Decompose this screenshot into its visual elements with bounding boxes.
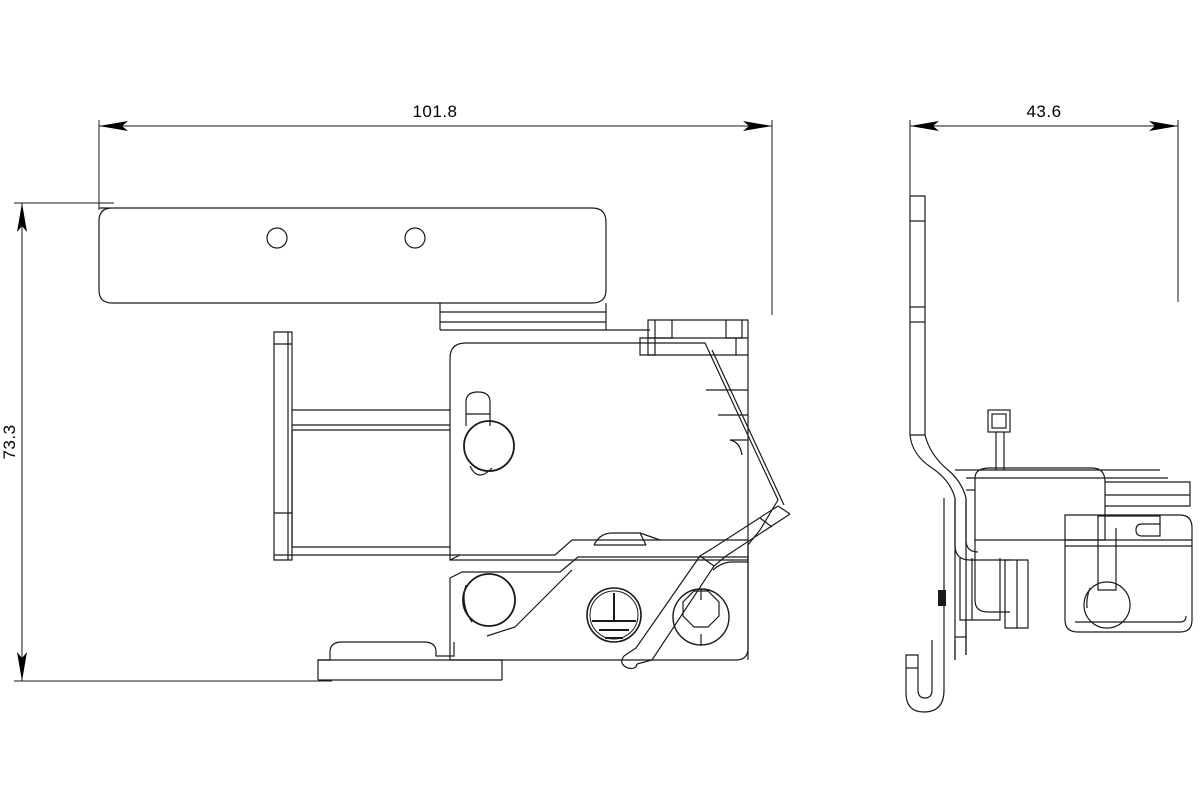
arrowhead-right <box>1149 121 1178 131</box>
screw-hex-socket <box>682 590 720 628</box>
side-right-flange <box>1105 481 1191 507</box>
clamp-block <box>647 319 749 356</box>
side-screw-head <box>1083 581 1131 629</box>
clamp-notch-left <box>639 337 656 356</box>
side-rail-marker <box>938 590 946 606</box>
main-body-upper <box>449 342 779 561</box>
side-lower-block <box>1064 514 1193 633</box>
clamp-tab-left <box>654 320 673 339</box>
body-waist-lower <box>449 556 748 579</box>
lever-arm-bend <box>699 555 715 567</box>
terminal-lower[interactable] <box>462 573 516 627</box>
screw-head[interactable] <box>672 588 730 646</box>
arrowhead-bottom <box>17 652 27 681</box>
side-small-square-outer <box>987 409 1011 433</box>
terminal-upper-tab <box>465 391 491 426</box>
side-body-lower-left <box>974 540 1010 613</box>
ground-outer-circle <box>586 587 642 643</box>
body-chamfer-lowerleft <box>514 569 573 628</box>
lever-arm-cap <box>777 505 791 515</box>
body-chamfer-lowerleft2 <box>486 626 516 637</box>
terminal-lower-arc <box>463 584 473 623</box>
clamp-tab-right <box>725 320 743 339</box>
top-mounting-plate <box>98 207 607 304</box>
arrowhead-top <box>17 203 27 232</box>
lever-arm[interactable] <box>621 505 791 670</box>
dimension-width-front: 101.8 <box>98 102 773 315</box>
side-screw[interactable] <box>1083 515 1161 629</box>
side-body-fillet <box>975 478 990 495</box>
lever-arm-upper-edge-1 <box>712 505 779 549</box>
body-diagonal-lower <box>490 560 710 635</box>
side-screw-head-arc <box>1086 587 1091 609</box>
bend-inner <box>924 434 967 655</box>
dimension-width-side-label: 43.6 <box>1026 102 1061 121</box>
terminal-upper-circle <box>463 420 515 472</box>
side-screw-tab <box>1135 523 1161 537</box>
front-view <box>98 207 791 681</box>
mounting-hole-left-icon <box>266 227 288 249</box>
dimension-width-side: 43.6 <box>909 102 1179 302</box>
bend-outer <box>909 434 956 660</box>
hook-profile <box>905 640 945 713</box>
arrowhead-left <box>99 121 128 131</box>
side-view <box>905 195 1193 713</box>
arrowhead-left <box>910 121 939 131</box>
terminal-lower-circle <box>462 573 516 627</box>
lever-pivot-housing <box>593 532 647 546</box>
lower-block-fillet <box>712 561 748 571</box>
body-rib-fillet <box>729 439 743 456</box>
dimension-height-front: 73.3 <box>0 202 332 682</box>
earth-ground-symbol[interactable] <box>586 587 642 643</box>
terminal-upper-lower-arc <box>469 465 493 476</box>
side-screw-bracket <box>1097 515 1161 528</box>
body-waist-upper <box>449 539 748 561</box>
lever-arm-upper-edge-2 <box>725 513 791 557</box>
lever-pivot-edge <box>639 532 661 541</box>
side-clip-block <box>1004 559 1029 629</box>
lever-arm-cap-line <box>759 517 773 528</box>
base-foot-profile <box>317 641 455 680</box>
lower-block-outline <box>449 557 749 661</box>
side-inner-channel <box>954 498 1010 561</box>
dimension-height-front-label: 73.3 <box>0 424 19 459</box>
din-rail-hook <box>905 640 945 713</box>
side-lower-block-inner <box>1075 615 1187 623</box>
lever-arm-edge-lower <box>636 555 727 665</box>
side-clip-plate <box>959 558 1001 621</box>
back-strip <box>909 195 926 436</box>
lever-arm-edge-upper <box>623 547 714 657</box>
dimension-width-front-label: 101.8 <box>412 102 457 121</box>
side-body-upper <box>974 467 1106 541</box>
side-inner-channel-2 <box>965 498 979 553</box>
side-small-square-inner <box>991 413 1007 429</box>
side-screw-stem <box>1097 528 1117 591</box>
arrowhead-right <box>743 121 772 131</box>
terminal-upper[interactable] <box>463 391 515 476</box>
lever-arm-tip <box>621 655 638 670</box>
mounting-hole-right-icon <box>404 227 426 249</box>
channel-bracket-left <box>273 331 293 561</box>
